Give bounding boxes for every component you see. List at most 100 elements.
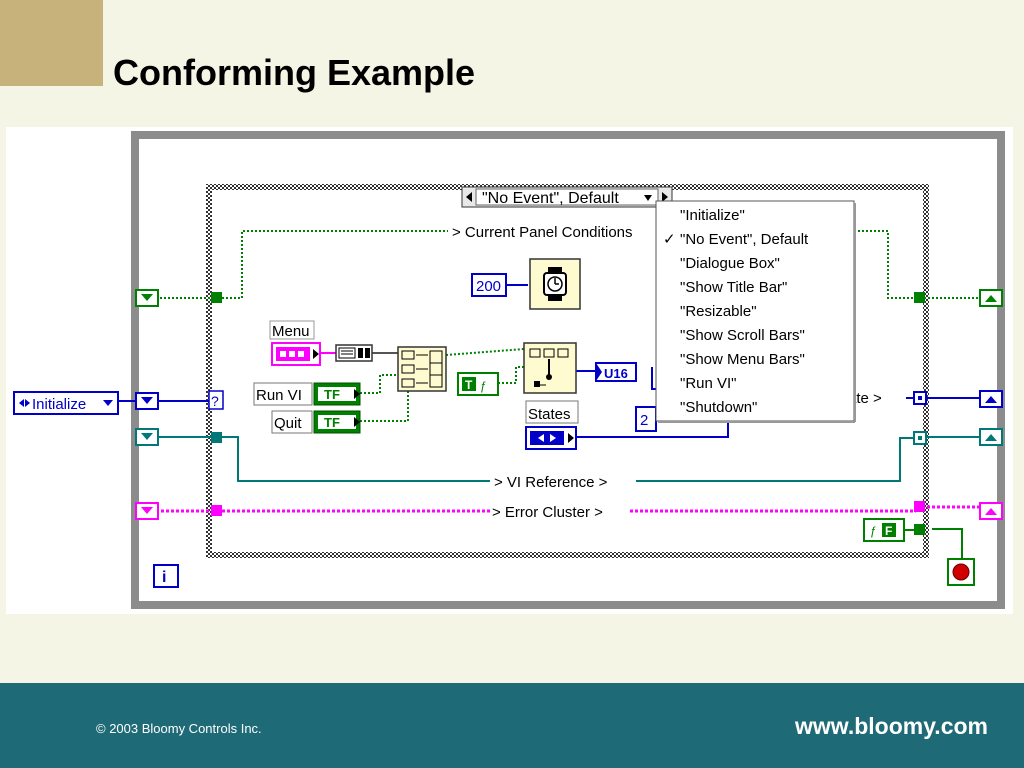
stop-terminal[interactable] <box>947 558 975 586</box>
u16-conversion[interactable]: U16 <box>595 362 637 382</box>
timeout-constant[interactable]: 200 <box>471 273 507 297</box>
svg-text:ƒ: ƒ <box>480 379 487 393</box>
arrow-down-icon <box>141 397 153 404</box>
constant-2[interactable]: 2 <box>635 406 657 432</box>
stop-icon <box>952 563 970 581</box>
unbundle-current-panel-conditions[interactable]: > Current Panel Conditions <box>448 221 660 241</box>
svg-text:?: ? <box>211 393 219 409</box>
checkmark-icon: ✓ <box>663 231 676 248</box>
menu-item-label: "Initialize" <box>680 207 745 224</box>
shift-register-right-pink[interactable] <box>979 502 1003 520</box>
initialize-enum-constant[interactable]: Initialize <box>13 391 119 415</box>
block-diagram: "No Event", Default <box>13 131 1005 609</box>
tunnel-green-left[interactable] <box>211 292 222 303</box>
tunnel-bool-right[interactable] <box>914 524 925 535</box>
menu-item[interactable]: ✓"No Event", Default <box>663 231 809 248</box>
menu-item-label: "Show Menu Bars" <box>680 351 805 368</box>
clock-icon <box>547 276 563 292</box>
arrow-up-icon <box>985 508 997 515</box>
run-vi-control[interactable]: Run VI TF <box>253 382 361 406</box>
arrow-right-icon <box>354 417 360 427</box>
shift-register-left-pink[interactable] <box>135 502 159 520</box>
arrow-up-icon <box>985 434 997 441</box>
tunnel-pink-right[interactable] <box>914 501 925 512</box>
build-array-node[interactable] <box>397 346 447 392</box>
increment-arrow-icon[interactable] <box>662 192 668 202</box>
svg-text:i: i <box>162 569 166 586</box>
svg-text:ƒ: ƒ <box>870 524 877 538</box>
menu-item-label: "Show Title Bar" <box>680 279 787 296</box>
menu-item-label: "Shutdown" <box>680 399 757 416</box>
svg-text:Initialize: Initialize <box>32 396 86 413</box>
menu-item-label: "Dialogue Box" <box>680 255 780 272</box>
menu-item-label: "Run VI" <box>680 375 737 392</box>
menu-item-label: "Resizable" <box>680 303 757 320</box>
chevron-down-icon[interactable] <box>644 195 652 201</box>
svg-text:TF: TF <box>324 415 340 430</box>
arrow-right-icon <box>568 433 574 443</box>
shift-register-right-blue[interactable] <box>979 390 1003 408</box>
svg-text:Run VI: Run VI <box>256 387 302 404</box>
wait-ms-function[interactable] <box>529 258 581 310</box>
shift-register-right-green[interactable] <box>979 289 1003 307</box>
menu-item[interactable]: "Run VI" <box>680 375 737 392</box>
cluster-to-array-node[interactable] <box>335 344 373 362</box>
shift-register-left-teal[interactable] <box>135 428 159 446</box>
svg-text:2: 2 <box>640 412 648 429</box>
quit-control[interactable]: Quit TF <box>271 410 361 434</box>
website-link[interactable]: www.bloomy.com <box>795 713 988 739</box>
svg-text:States: States <box>528 406 571 423</box>
shift-register-left-blue[interactable] <box>135 392 159 410</box>
tunnel-teal-right[interactable] <box>913 431 927 445</box>
true-constant[interactable]: T ƒ <box>457 372 499 396</box>
footer-bar <box>0 683 1024 768</box>
svg-text:> Error Cluster >: > Error Cluster > <box>492 504 603 521</box>
shift-register-left-green[interactable] <box>135 289 159 307</box>
tunnel-state-right[interactable] <box>913 391 927 405</box>
case-selector-dropdown-menu[interactable]: "Initialize"✓"No Event", Default"Dialogu… <box>655 200 856 423</box>
menu-item[interactable]: "Show Menu Bars" <box>680 351 805 368</box>
shift-register-right-teal[interactable] <box>979 428 1003 446</box>
arrow-right-icon <box>354 389 360 399</box>
menu-item[interactable]: "Resizable" <box>680 303 757 320</box>
chevron-down-icon <box>103 400 113 406</box>
svg-text:T: T <box>465 378 473 392</box>
menu-item[interactable]: "Shutdown" <box>680 399 757 416</box>
arrow-right-icon <box>313 349 319 359</box>
tunnel-state-left[interactable]: ? <box>208 390 224 410</box>
wires <box>118 230 984 559</box>
svg-text:U16: U16 <box>604 366 628 381</box>
decrement-arrow-icon[interactable] <box>466 192 472 202</box>
menu-control[interactable]: Menu <box>269 320 321 366</box>
search-array-node[interactable] <box>523 342 577 394</box>
copyright-text: © 2003 Bloomy Controls Inc. <box>96 721 262 736</box>
tunnel-green-right[interactable] <box>914 292 925 303</box>
menu-item[interactable]: "Show Scroll Bars" <box>680 327 805 344</box>
iteration-terminal[interactable]: i <box>153 564 179 588</box>
unbundle-error-cluster[interactable]: > Error Cluster > <box>490 501 630 521</box>
arrow-left-icon <box>19 399 24 407</box>
while-loop-frame[interactable] <box>131 131 1005 609</box>
arrow-right-icon <box>25 399 30 407</box>
arrow-down-icon <box>141 433 153 440</box>
title-accent-block <box>0 0 103 86</box>
svg-text:> Current Panel Conditions: > Current Panel Conditions <box>452 224 633 241</box>
menu-item-label: "No Event", Default <box>680 231 809 248</box>
false-constant[interactable]: ƒ F <box>863 518 905 542</box>
unbundle-vi-reference[interactable]: > VI Reference > <box>490 471 636 491</box>
arrow-down-icon <box>141 507 153 514</box>
case-selector[interactable]: "No Event", Default <box>461 186 673 208</box>
block-diagram-panel: "No Event", Default <box>6 127 1013 614</box>
menu-item[interactable]: "Dialogue Box" <box>680 255 780 272</box>
menu-item[interactable]: "Show Title Bar" <box>680 279 787 296</box>
arrow-up-icon <box>985 396 997 403</box>
menu-item-label: "Show Scroll Bars" <box>680 327 805 344</box>
slide-title: Conforming Example <box>113 52 476 93</box>
menu-item[interactable]: "Initialize" <box>680 207 745 224</box>
svg-text:Menu: Menu <box>272 323 310 340</box>
arrow-up-icon <box>985 295 997 302</box>
tunnel-pink-left[interactable] <box>211 505 222 516</box>
tunnel-teal-left[interactable] <box>211 432 222 443</box>
svg-text:Quit: Quit <box>274 415 302 432</box>
states-control[interactable]: States <box>525 400 579 450</box>
